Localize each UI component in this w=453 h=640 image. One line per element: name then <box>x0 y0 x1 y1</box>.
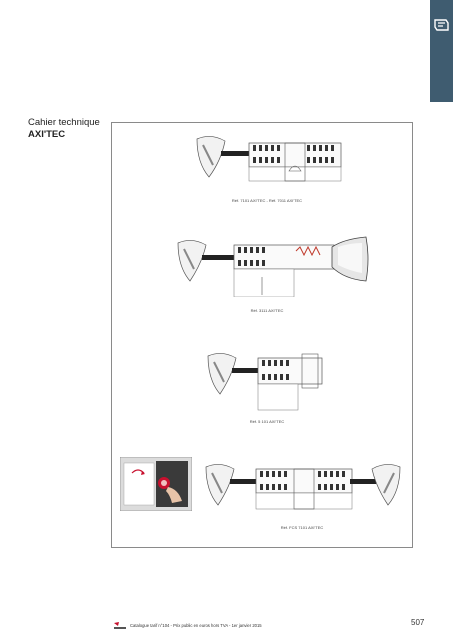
figure-caption: Réf. 7101 AXI'TEC - Réf. 7011 AXI'TEC <box>231 198 303 203</box>
drawing-knob-cylinder <box>172 233 372 297</box>
usage-illustration <box>120 457 192 511</box>
section-title-line1: Cahier technique <box>28 117 100 128</box>
drawing-double-cylinder <box>191 131 353 195</box>
catalogue-info: Catalogue tarif n°104 - Prix public en e… <box>130 623 262 628</box>
brand-logo-icon <box>114 622 126 629</box>
page-footer: Catalogue tarif n°104 - Prix public en e… <box>0 610 453 630</box>
drawing-half-cylinder <box>202 348 332 412</box>
drawing-double-key-cylinder <box>200 457 406 521</box>
technical-drawings-frame: Réf. 7101 AXI'TEC - Réf. 7011 AXI'TEC Ré… <box>111 122 413 548</box>
chapter-tab[interactable] <box>430 0 453 102</box>
section-title: Cahier technique AXI'TEC <box>28 117 100 141</box>
figure-caption: Réf. FCS 7101 AXI'TEC <box>280 525 324 530</box>
section-title-line2: AXI'TEC <box>28 129 66 140</box>
figure-caption: Réf. 5 101 AXI'TEC <box>249 419 285 424</box>
page-number: 507 <box>411 618 425 627</box>
key-cylinder-icon <box>434 19 449 31</box>
figure-caption: Réf. 3111 AXI'TEC <box>250 308 284 313</box>
